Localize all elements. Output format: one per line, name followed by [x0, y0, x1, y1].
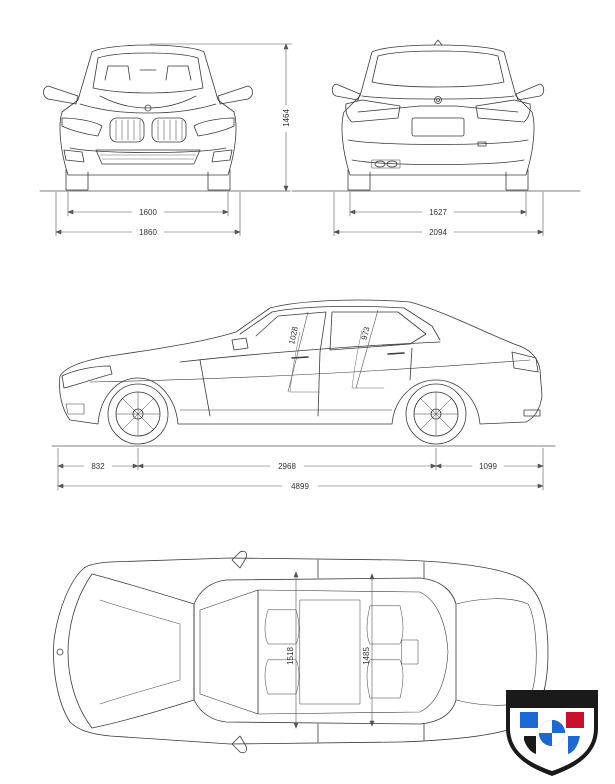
watermark-text: RUBMW.RU [524, 697, 581, 708]
front-track-label: 1600 [139, 208, 157, 217]
front-width-label: 1860 [139, 228, 157, 237]
overall-length-label: 4899 [291, 482, 309, 491]
top-view: 1518 1485 [53, 550, 549, 754]
front-track-dimension [67, 191, 229, 217]
rear-width-label: 2094 [429, 228, 447, 237]
front-wheel [107, 383, 169, 445]
length-dimensions [57, 447, 544, 491]
height-dimension [149, 43, 293, 192]
rear-overhang-label: 1099 [479, 462, 497, 471]
front-overhang-label: 832 [91, 462, 105, 471]
front-view: 1600 1860 1464 [39, 43, 293, 237]
rear-wheel [405, 383, 467, 445]
front-width-dimension [55, 191, 241, 237]
rear-track-dimension [349, 191, 527, 217]
side-view: 1028 973 832 2968 1099 4899 [51, 299, 556, 491]
rear-headroom-label: 973 [360, 325, 372, 341]
wheelbase-label: 2968 [278, 462, 296, 471]
rear-view: 1627 2094 [291, 39, 581, 237]
front-shoulder-label: 1518 [286, 647, 295, 665]
rear-width-dimension [333, 191, 544, 237]
rear-track-label: 1627 [429, 208, 447, 217]
front-headroom-label: 1028 [287, 325, 300, 345]
rear-shoulder-label: 1485 [362, 647, 371, 665]
rubmw-logo: RUBMW.RU [506, 690, 598, 776]
height-label: 1464 [282, 109, 291, 127]
